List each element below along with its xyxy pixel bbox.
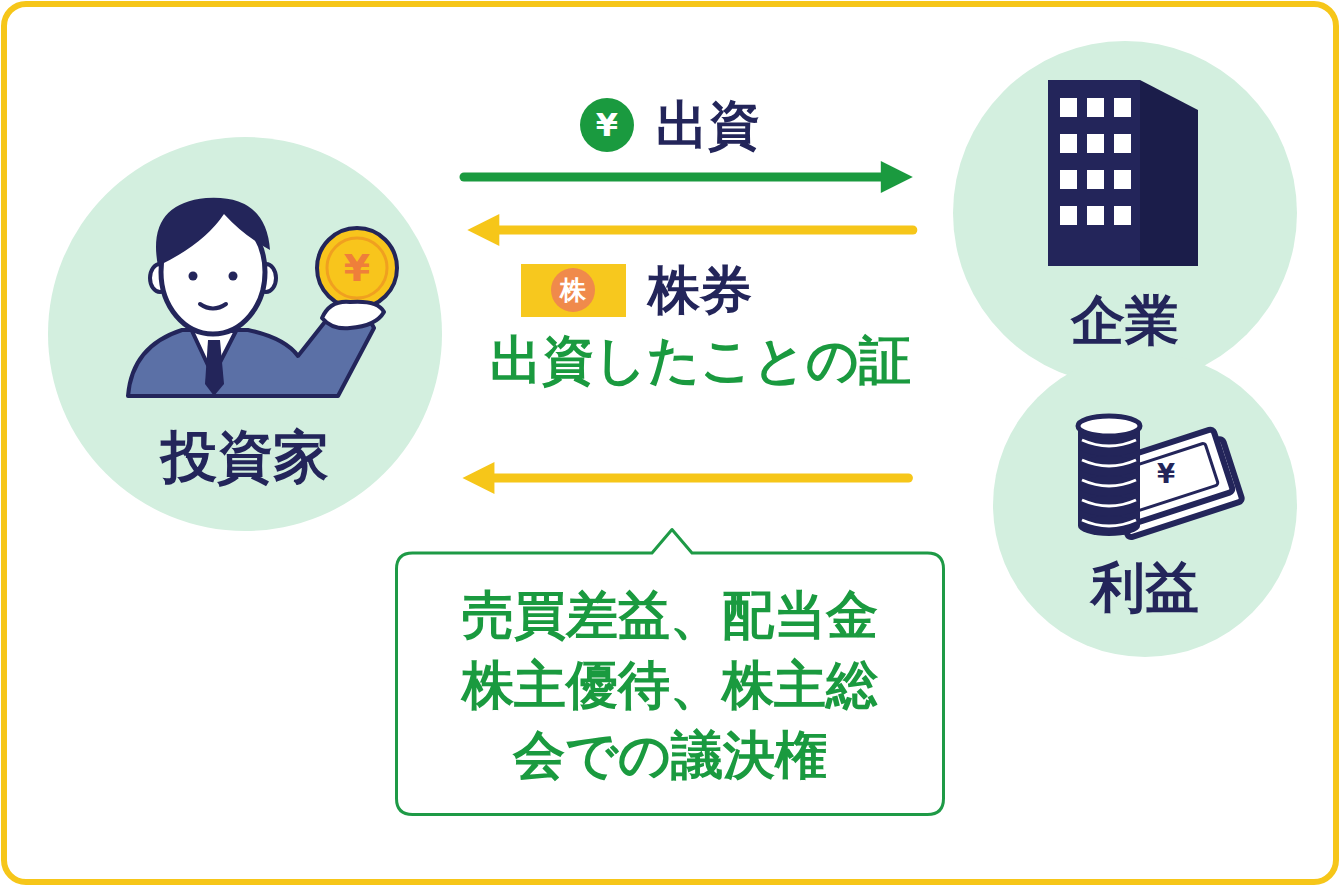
neck: [198, 318, 228, 340]
building-windows: [1060, 98, 1131, 225]
callout-outline: [397, 530, 944, 815]
circle-node: 企業: [953, 41, 1297, 385]
coin-line: [1082, 460, 1136, 466]
coin-side: [1078, 446, 1140, 466]
callout-box: 売買差益、配当金 株主優待、株主総 会での議決権: [395, 528, 945, 816]
coin-side: [1078, 486, 1140, 506]
stock-badge-circle: [551, 268, 595, 312]
building-front: [1048, 80, 1140, 266]
window: [1087, 206, 1104, 225]
circle-node: 利益: [993, 353, 1297, 657]
coin-stack: [1078, 416, 1140, 536]
coin-bottom: [1078, 436, 1140, 456]
circle-fill: [993, 353, 1297, 657]
suit: [128, 306, 374, 396]
window: [1087, 170, 1104, 189]
window: [1060, 134, 1077, 153]
coin-side: [1078, 426, 1140, 446]
window: [1087, 98, 1104, 117]
node-label: 投資家: [48, 423, 442, 490]
arrow-connector: [467, 214, 913, 246]
icon-glyph: ¥: [1157, 461, 1175, 487]
yen-badge-circle: [580, 98, 634, 152]
ear: [256, 264, 276, 292]
yen-badge: [580, 98, 634, 152]
coin-bottom: [1078, 456, 1140, 476]
hand: [322, 302, 384, 329]
coin-line: [1082, 480, 1136, 486]
arrow-head: [881, 161, 913, 193]
window: [1087, 134, 1104, 153]
window: [1114, 170, 1131, 189]
node-label: 企業: [953, 289, 1297, 354]
arrow-shaft: [493, 226, 913, 235]
arrow-connector: [464, 161, 913, 193]
coin-bottom: [1078, 516, 1140, 536]
ear: [150, 264, 170, 292]
outer-frame: [4, 4, 1336, 882]
circle-fill: [48, 137, 442, 531]
window: [1114, 134, 1131, 153]
eye: [229, 272, 238, 281]
window: [1060, 98, 1077, 117]
node-label: 利益: [993, 556, 1297, 621]
icon-glyph: ¥: [344, 249, 370, 287]
money-icon: [1078, 416, 1243, 540]
coin-top: [1078, 416, 1140, 436]
window: [1114, 98, 1131, 117]
building-icon: [1048, 80, 1198, 266]
coin: [317, 228, 397, 308]
callout-text: 売買差益、配当金 株主優待、株主総 会での議決権: [450, 580, 890, 790]
coin-line: [1082, 440, 1136, 446]
head: [161, 210, 265, 334]
icon-glyph: 株: [560, 277, 586, 303]
arrow-head: [462, 462, 494, 494]
window: [1060, 206, 1077, 225]
mouth: [200, 304, 226, 309]
coin-side: [1078, 466, 1140, 486]
icon-glyph: ¥: [596, 109, 618, 141]
building-side: [1140, 80, 1198, 266]
tie: [205, 340, 224, 396]
arrow-connector: [462, 462, 908, 494]
stock-badge: [521, 264, 626, 317]
edge-label: 株券 出資したことの証: [480, 255, 920, 395]
window: [1060, 170, 1077, 189]
bill-front: [1099, 429, 1234, 529]
bill-back: [1108, 438, 1243, 538]
bills: [1099, 427, 1243, 540]
coin-side: [1078, 506, 1140, 526]
coin-rim: [327, 238, 387, 298]
edge-label: 出資: [628, 94, 788, 156]
coin-bottom: [1078, 476, 1140, 496]
coin-line: [1082, 500, 1136, 506]
circle-node: 投資家: [48, 137, 442, 531]
hair: [156, 198, 270, 266]
coin-line: [1082, 520, 1136, 526]
arrow-shaft: [488, 474, 908, 483]
callout-body: 売買差益、配当金 株主優待、株主総 会での議決権: [395, 553, 945, 816]
investor-figure: [128, 198, 397, 396]
arrow-shaft: [464, 173, 887, 182]
coin-bottom: [1078, 496, 1140, 516]
shirt: [192, 331, 236, 376]
window: [1114, 206, 1131, 225]
eye: [189, 272, 198, 281]
stock-badge-rect: [521, 264, 626, 317]
arrow-head: [467, 214, 499, 246]
circle-fill: [953, 41, 1297, 385]
bill-inner: [1114, 443, 1219, 515]
